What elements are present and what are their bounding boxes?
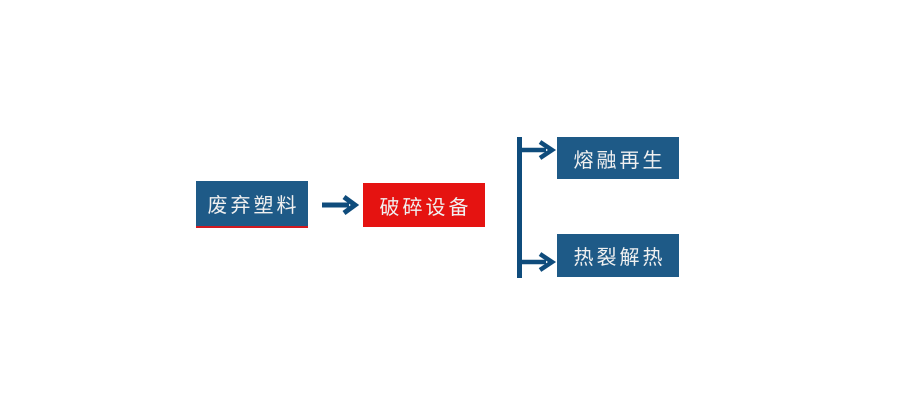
node-crushing-equipment-label: 破碎设备 bbox=[379, 196, 472, 219]
node-waste-plastic: 废弃塑料 bbox=[196, 181, 308, 228]
branch-connector-icon bbox=[517, 137, 557, 278]
node-melt-regeneration: 熔融再生 bbox=[557, 137, 679, 179]
node-pyrolysis-heat: 热裂解热 bbox=[557, 234, 679, 277]
node-waste-plastic-label: 废弃塑料 bbox=[207, 195, 300, 217]
node-pyrolysis-heat-label: 热裂解热 bbox=[573, 247, 666, 269]
arrow-right-icon bbox=[322, 194, 359, 216]
node-crushing-equipment: 破碎设备 bbox=[363, 183, 485, 227]
node-melt-regeneration-label: 熔融再生 bbox=[573, 149, 666, 172]
